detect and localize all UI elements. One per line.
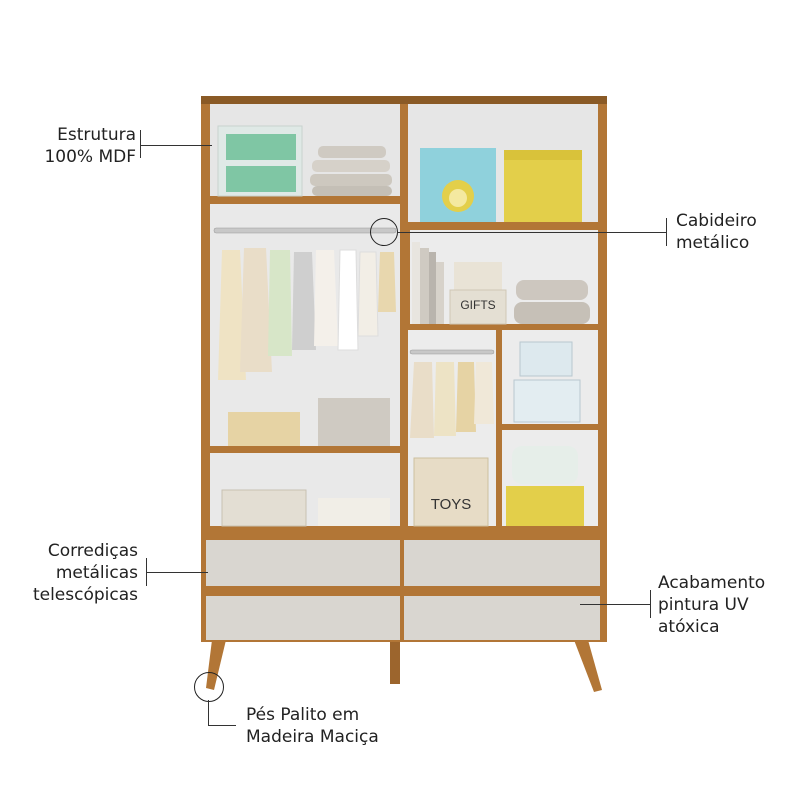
divider-right-mid <box>404 230 410 330</box>
callout-pes-line-1: Pés Palito em <box>246 705 360 725</box>
folded-towels <box>310 146 392 196</box>
callout-pes: Pés Palito em Madeira Maciça <box>246 704 379 748</box>
drawers <box>206 540 600 640</box>
leader-estrutura-h <box>140 145 212 146</box>
storage-box-lion <box>420 148 496 222</box>
gift-boxes <box>449 262 507 325</box>
shelf-right-books <box>408 324 598 330</box>
callout-cabideiro: Cabideiro metálico <box>676 210 757 254</box>
callout-acabamento-line-2: pintura UV <box>658 595 749 615</box>
callout-acabamento-line-3: atóxica <box>658 617 720 637</box>
leader-cabideiro-h <box>398 232 666 233</box>
leader-pes-h <box>208 725 236 726</box>
callout-cabideiro-line-1: Cabideiro <box>676 211 757 231</box>
folded-clothes-lower <box>228 398 390 446</box>
books <box>412 242 444 324</box>
callout-corredicas-line-3: telescópicas <box>32 585 138 605</box>
callout-pes-line-2: Madeira Maciça <box>246 727 379 747</box>
callout-estrutura-line-1: Estrutura <box>57 125 136 145</box>
wardrobe-legs <box>206 640 602 692</box>
folded-blankets <box>514 280 590 324</box>
callout-estrutura-line-2: 100% MDF <box>44 147 136 167</box>
hanging-clothes-left <box>218 248 396 380</box>
bottom-boxes <box>221 446 584 527</box>
shelf-left-lower <box>210 446 400 453</box>
leader-estrutura-v <box>140 130 141 158</box>
hanging-rail-right <box>409 349 495 355</box>
leader-cabideiro-v <box>666 218 667 246</box>
wardrobe-top-edge <box>201 96 607 104</box>
callout-corredicas-line-1: Corrediças <box>47 541 138 561</box>
callout-acabamento: Acabamento pintura UV atóxica <box>658 572 765 638</box>
shelf-left-top <box>210 196 400 204</box>
drawer-bottom-left <box>206 596 400 640</box>
callout-corredicas: Corrediças metálicas telescópicas <box>14 540 138 606</box>
leader-pes-v <box>208 700 209 726</box>
leader-acabamento-h <box>580 604 650 605</box>
toys-box-label: TOYS <box>430 496 472 513</box>
drawer-top-right <box>404 540 600 586</box>
callout-corredicas-line-2: metálicas <box>55 563 138 583</box>
leg-back-center <box>390 640 400 684</box>
callout-acabamento-line-1: Acabamento <box>658 573 766 593</box>
leader-corredicas-h <box>146 572 208 573</box>
storage-boxes-green <box>217 125 303 197</box>
leader-acabamento-v <box>650 590 651 618</box>
shelf-right-small <box>500 424 598 430</box>
divider-right-inner <box>496 330 502 528</box>
drawer-top-left <box>206 540 400 586</box>
callout-estrutura: Estrutura 100% MDF <box>30 124 136 168</box>
pes-highlight-ring <box>194 672 224 702</box>
gifts-box-label: GIFTS <box>460 298 496 312</box>
hanging-rail-left <box>213 227 397 234</box>
shelf-bottom <box>210 526 598 534</box>
cabideiro-highlight-ring <box>370 218 398 246</box>
storage-box-yellow <box>504 150 582 222</box>
callout-cabideiro-line-2: metálico <box>676 233 750 253</box>
toiletries-containers <box>513 341 581 423</box>
leg-front-right <box>574 640 602 692</box>
drawer-bottom-right <box>404 596 600 640</box>
shelf-right-top <box>408 222 598 230</box>
hanging-clothes-right <box>410 362 494 438</box>
